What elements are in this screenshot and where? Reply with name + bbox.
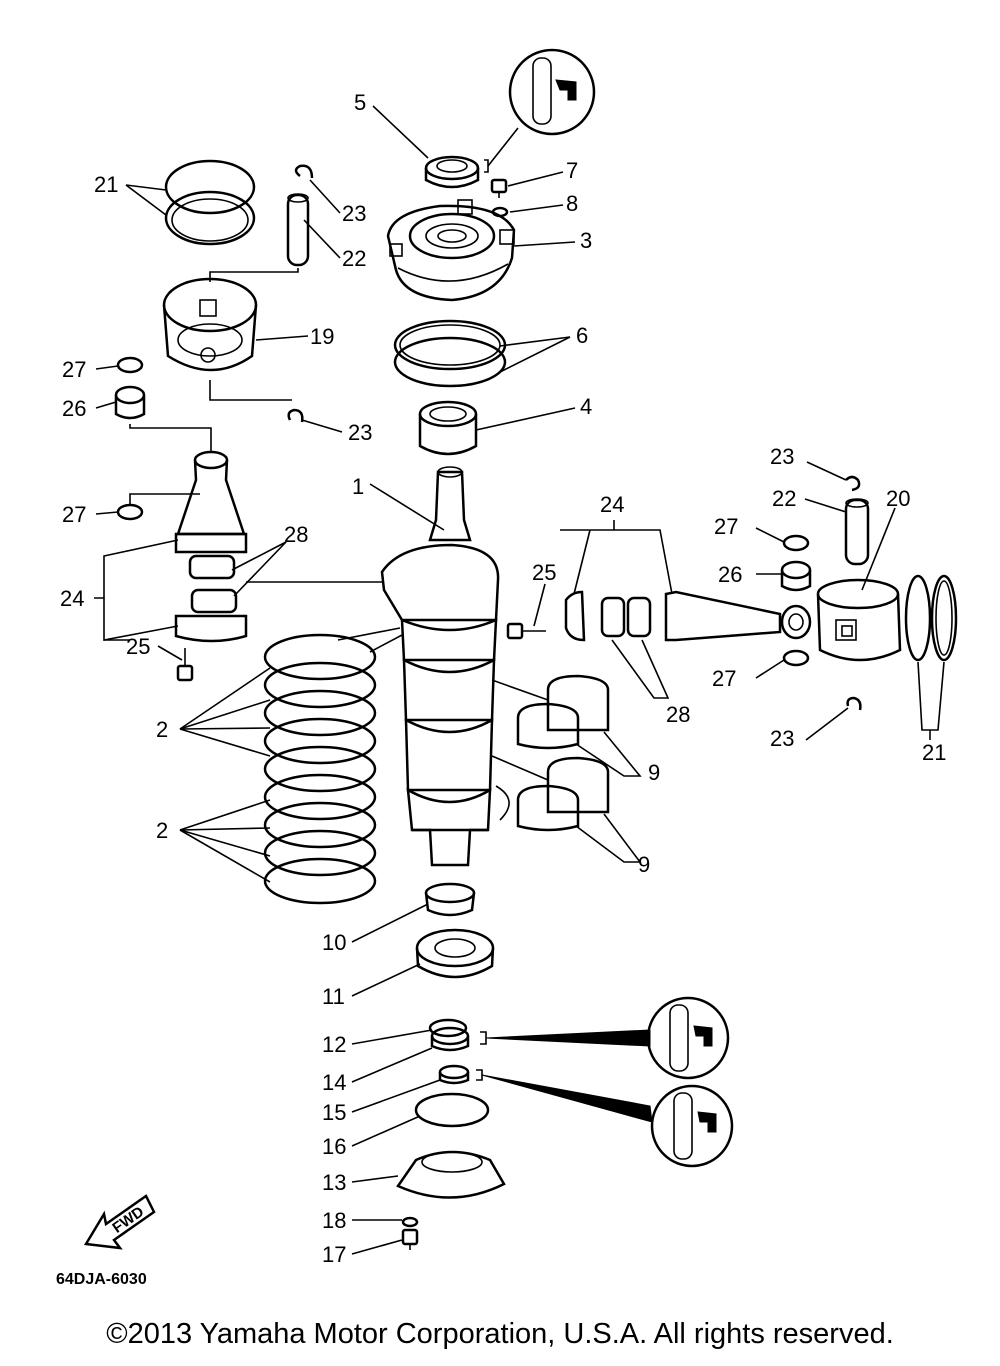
- part-washer-18: [401, 1216, 419, 1228]
- callout-11: 11: [322, 984, 345, 1009]
- part-seal-14: [430, 1026, 470, 1052]
- part-housing-3: [386, 199, 516, 302]
- callout-8: 8: [566, 191, 578, 216]
- callout-27-left-top: 27: [62, 357, 86, 382]
- part-piston-pin-22-right: [844, 498, 870, 566]
- part-bolt-17: [401, 1228, 419, 1250]
- fwd-arrow-icon: FWD: [83, 1194, 156, 1250]
- callout-28-right: 28: [666, 702, 690, 727]
- detail-magnifier-lower-1: [480, 996, 730, 1080]
- part-needle-bearing-26-right: [780, 560, 812, 592]
- part-piston-pin-22-left: [286, 193, 310, 267]
- callout-18: 18: [322, 1208, 346, 1233]
- part-clip-23-left-top: [294, 164, 314, 179]
- part-piston-rings-21-right: [904, 574, 958, 662]
- callout-10: 10: [322, 930, 346, 955]
- part-rod-cap-24-right: [564, 590, 586, 642]
- part-o-ring-16: [414, 1092, 490, 1128]
- callout-27-right-top: 27: [714, 514, 738, 539]
- part-seal-15: [438, 1064, 470, 1085]
- part-clip-23-right-bottom: [846, 696, 862, 711]
- callout-16: 16: [322, 1134, 346, 1159]
- callout-24-left: 24: [60, 586, 84, 611]
- part-bolt-25-right: [506, 622, 546, 640]
- callout-23-left-bottom: 23: [348, 420, 372, 445]
- callout-25-left: 25: [126, 634, 150, 659]
- callout-26-left: 26: [62, 396, 86, 421]
- part-piston-rings-21-left: [164, 159, 256, 246]
- part-needle-bearing-28-right: [600, 596, 652, 638]
- part-connecting-rod-24-left: [129, 424, 248, 554]
- part-clip-23-left-bottom: [209, 380, 304, 423]
- callout-26-right: 26: [718, 562, 742, 587]
- callout-labels: 5 7 8 3 6 4 1 21 23 22 19 27 26 23 27 28…: [60, 90, 946, 1267]
- callout-6: 6: [576, 323, 588, 348]
- callout-13: 13: [322, 1170, 346, 1195]
- callout-23-left-top: 23: [342, 201, 366, 226]
- callout-27-right-bottom: 27: [712, 666, 736, 691]
- part-rod-cap-24-left: [174, 614, 248, 643]
- callout-7: 7: [566, 158, 578, 183]
- callout-9-upper: 9: [648, 760, 660, 785]
- callout-9-lower: 9: [638, 852, 650, 877]
- part-seal-10: [424, 882, 476, 917]
- callout-1: 1: [352, 474, 364, 499]
- callout-24-right: 24: [600, 492, 624, 517]
- part-crank-seal-rings-2: [263, 627, 403, 905]
- part-piston-19: [162, 268, 299, 372]
- callout-23-right-top: 23: [770, 444, 794, 469]
- detail-magnifier-lower-2: [476, 1069, 734, 1168]
- part-bolt-25-left: [176, 648, 194, 682]
- part-main-bearing-9-lower: [516, 756, 610, 832]
- part-oil-seal-5: [424, 155, 480, 189]
- callout-21-left: 21: [94, 172, 118, 197]
- callout-4: 4: [580, 394, 592, 419]
- part-o-rings-6: [393, 319, 507, 388]
- part-bearing-4: [418, 400, 478, 456]
- callout-27-left-bottom: 27: [62, 502, 86, 527]
- part-clip-23-right-top: [845, 475, 861, 492]
- callout-14: 14: [322, 1070, 346, 1095]
- part-bolt-7: [490, 178, 508, 198]
- copyright-notice: ©2013 Yamaha Motor Corporation, U.S.A. A…: [106, 1318, 894, 1350]
- callout-2-lower: 2: [156, 818, 168, 843]
- part-needle-bearing-28-left: [188, 554, 238, 614]
- callout-21-right: 21: [922, 740, 946, 765]
- callout-25-right: 25: [532, 560, 556, 585]
- detail-magnifier-top: [484, 48, 596, 173]
- part-washer-27-right-top: [782, 534, 810, 552]
- part-main-bearing-9-upper: [516, 674, 610, 750]
- callout-22-right: 22: [772, 486, 796, 511]
- callout-28-left: 28: [284, 522, 308, 547]
- callout-19: 19: [310, 324, 334, 349]
- drawing-code: 64DJA-6030: [56, 1271, 147, 1288]
- part-bearing-11: [415, 928, 495, 979]
- callout-23-right-bottom: 23: [770, 726, 794, 751]
- part-needle-bearing-26-left: [114, 385, 146, 420]
- callout-15: 15: [322, 1100, 346, 1125]
- part-washer-27-left-top: [116, 356, 144, 374]
- part-crankshaft-1: [246, 466, 510, 867]
- callout-20: 20: [886, 486, 910, 511]
- callout-5: 5: [354, 90, 366, 115]
- leader-lines: [94, 105, 945, 1255]
- part-snap-ring-12: [428, 1018, 468, 1038]
- callout-17: 17: [322, 1242, 346, 1267]
- callout-22-left: 22: [342, 246, 366, 271]
- part-piston-20: [816, 578, 902, 662]
- callout-2-upper: 2: [156, 717, 168, 742]
- callout-12: 12: [322, 1032, 346, 1057]
- part-connecting-rod-24-right: [664, 590, 812, 642]
- callout-3: 3: [580, 228, 592, 253]
- part-cover-13: [396, 1150, 506, 1199]
- part-washer-27-right-bottom: [782, 649, 810, 667]
